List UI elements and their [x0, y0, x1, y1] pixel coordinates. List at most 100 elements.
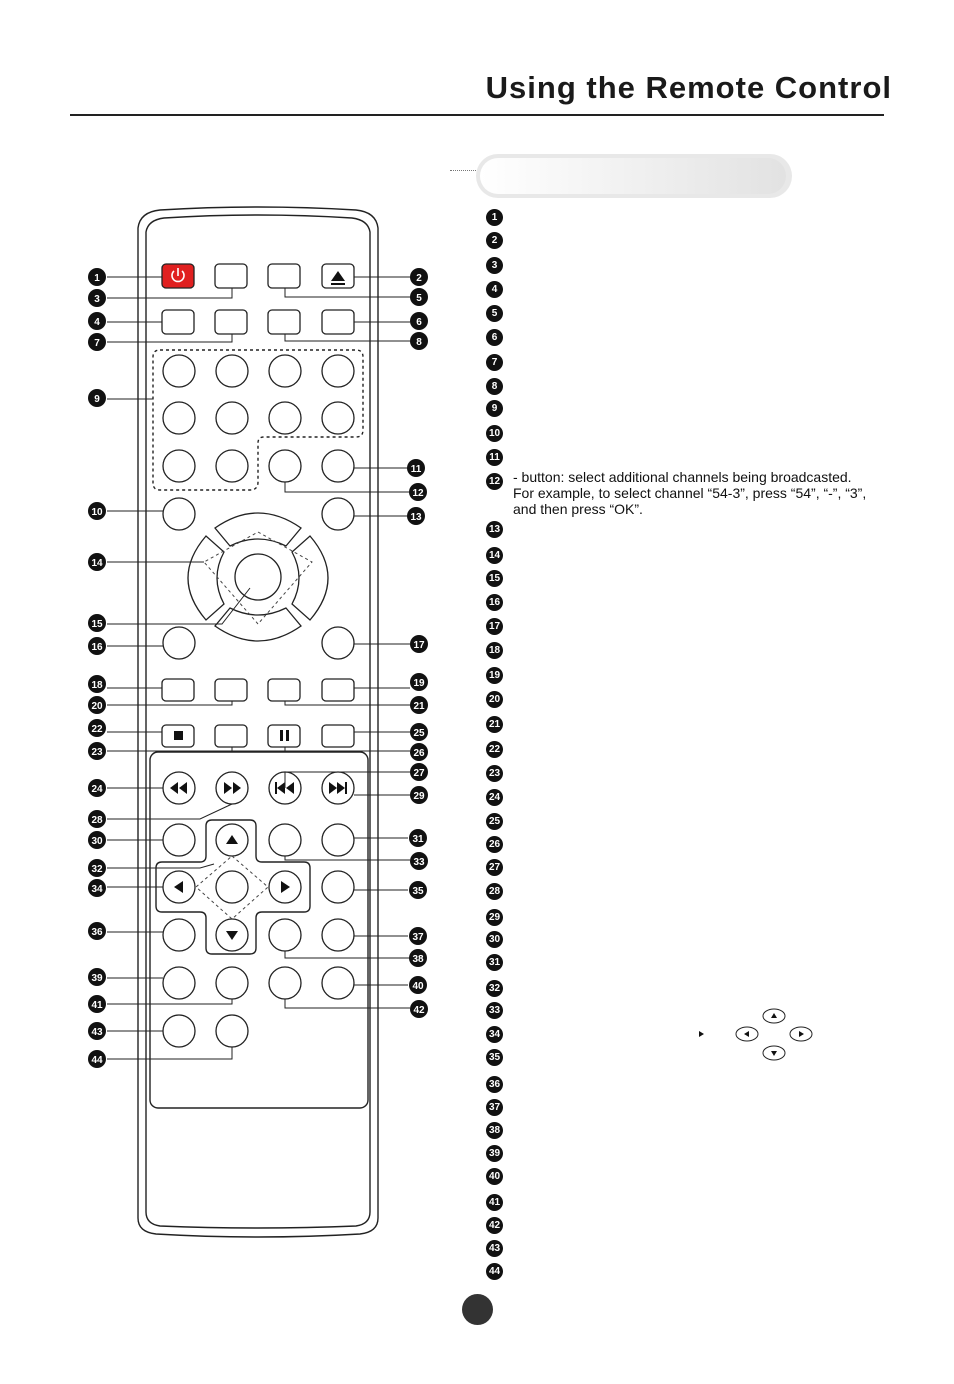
- remote-button-5: [267, 263, 301, 289]
- remote-button-3: [214, 263, 248, 289]
- title-rule: [70, 114, 884, 116]
- description-item: 5: [486, 305, 906, 323]
- callout-badge: [409, 927, 427, 945]
- description-item: 19: [486, 667, 906, 685]
- callout-badge: [88, 922, 106, 940]
- callout-badge: [410, 635, 428, 653]
- nav-left-segment: [187, 535, 225, 621]
- item-number-badge: 27: [486, 859, 503, 876]
- mini-down-icon: [771, 1051, 777, 1056]
- item-number-badge: 24: [486, 789, 503, 806]
- keypad-button: [321, 354, 355, 388]
- item-number-badge: 31: [486, 954, 503, 971]
- remote-button-43: [162, 1014, 196, 1048]
- description-item: 43: [486, 1240, 906, 1258]
- callout-badge-label: 6: [416, 317, 422, 328]
- item-number-badge: 39: [486, 1145, 503, 1162]
- callout-badge-label: 10: [91, 507, 103, 518]
- dotted-leader: [450, 170, 478, 171]
- item-number-badge: 11: [486, 449, 503, 466]
- description-item: 1: [486, 209, 906, 227]
- callout-badge: [410, 723, 428, 741]
- callout-badge: [409, 829, 427, 847]
- next-icon: [329, 782, 347, 794]
- keypad-button: [162, 449, 196, 483]
- description-item: 2: [486, 232, 906, 250]
- item-number-badge: 15: [486, 570, 503, 587]
- item-number-badge: 9: [486, 400, 503, 417]
- callout-badge-label: 44: [91, 1055, 103, 1066]
- item-number-badge: 16: [486, 594, 503, 611]
- remote-button-31: [321, 823, 355, 857]
- description-item: 37: [486, 1099, 906, 1117]
- up-arrow-icon: [226, 835, 238, 844]
- item-number-badge: 8: [486, 378, 503, 395]
- ok-button: [234, 553, 282, 601]
- remote-button-39: [162, 966, 196, 1000]
- rewind-icon: [170, 782, 187, 794]
- remote-lower-panel: [149, 751, 369, 1109]
- pause-icon: [280, 730, 289, 741]
- callout-badge: [409, 949, 427, 967]
- remote-button-30: [162, 823, 196, 857]
- remote-button-16: [162, 626, 196, 660]
- remote-button-4: [161, 309, 195, 335]
- callout-badge: [88, 333, 106, 351]
- callout-badge: [410, 332, 428, 350]
- item-number-badge: 21: [486, 716, 503, 733]
- callout-badge-label: 40: [412, 981, 424, 992]
- item-number-badge: 26: [486, 836, 503, 853]
- mini-left-icon: [744, 1031, 749, 1037]
- remote-button-32: [215, 870, 249, 904]
- callout-badge-label: 3: [94, 294, 100, 305]
- callout-badge: [88, 553, 106, 571]
- arrow-group-outline: [155, 819, 311, 955]
- item-number-badge: 10: [486, 425, 503, 442]
- callout-badge-label: 4: [94, 317, 100, 328]
- callout-badge: [410, 1000, 428, 1018]
- description-item: 40: [486, 1168, 906, 1186]
- remote-button-21: [267, 678, 301, 702]
- callout-badge-label: 39: [91, 973, 103, 984]
- description-item: 24: [486, 789, 906, 807]
- mini-right-icon: [799, 1031, 804, 1037]
- remote-button-42: [268, 966, 302, 1000]
- remote-button-37: [321, 918, 355, 952]
- callout-badge: [88, 502, 106, 520]
- remote-button-7: [214, 309, 248, 335]
- remote-button-17: [321, 626, 355, 660]
- remote-button-33: [268, 823, 302, 857]
- remote-button-40: [321, 966, 355, 1000]
- description-item: 41: [486, 1194, 906, 1212]
- keypad-button: [321, 401, 355, 435]
- callout-badge: [88, 742, 106, 760]
- small-pointer-icon: [699, 1031, 704, 1037]
- item-number-badge: 29: [486, 909, 503, 926]
- description-item: 20: [486, 691, 906, 709]
- item-number-badge: 14: [486, 547, 503, 564]
- remote-button-20: [214, 678, 248, 702]
- description-item: 16: [486, 594, 906, 612]
- description-item: 4: [486, 281, 906, 299]
- callout-badge: [410, 312, 428, 330]
- nav-dashed-diamond: [203, 531, 313, 625]
- description-item: 17: [486, 618, 906, 636]
- remote-button-10: [162, 497, 196, 531]
- callout-badge: [88, 995, 106, 1013]
- description-item: 9: [486, 400, 906, 418]
- item-number-badge: 43: [486, 1240, 503, 1257]
- eject-icon: [331, 271, 345, 285]
- description-item: 3: [486, 257, 906, 275]
- callout-badge: [88, 268, 106, 286]
- arrow-dashed-diamond: [195, 855, 269, 920]
- remote-button-13: [321, 497, 355, 531]
- callout-badge-label: 27: [413, 768, 425, 779]
- page-number-dot: [462, 1294, 493, 1325]
- description-item: 10: [486, 425, 906, 443]
- description-item: 33: [486, 1002, 906, 1020]
- item-number-badge: 22: [486, 741, 503, 758]
- item-number-badge: 12: [486, 473, 503, 490]
- callout-badge: [88, 831, 106, 849]
- description-item: 31: [486, 954, 906, 972]
